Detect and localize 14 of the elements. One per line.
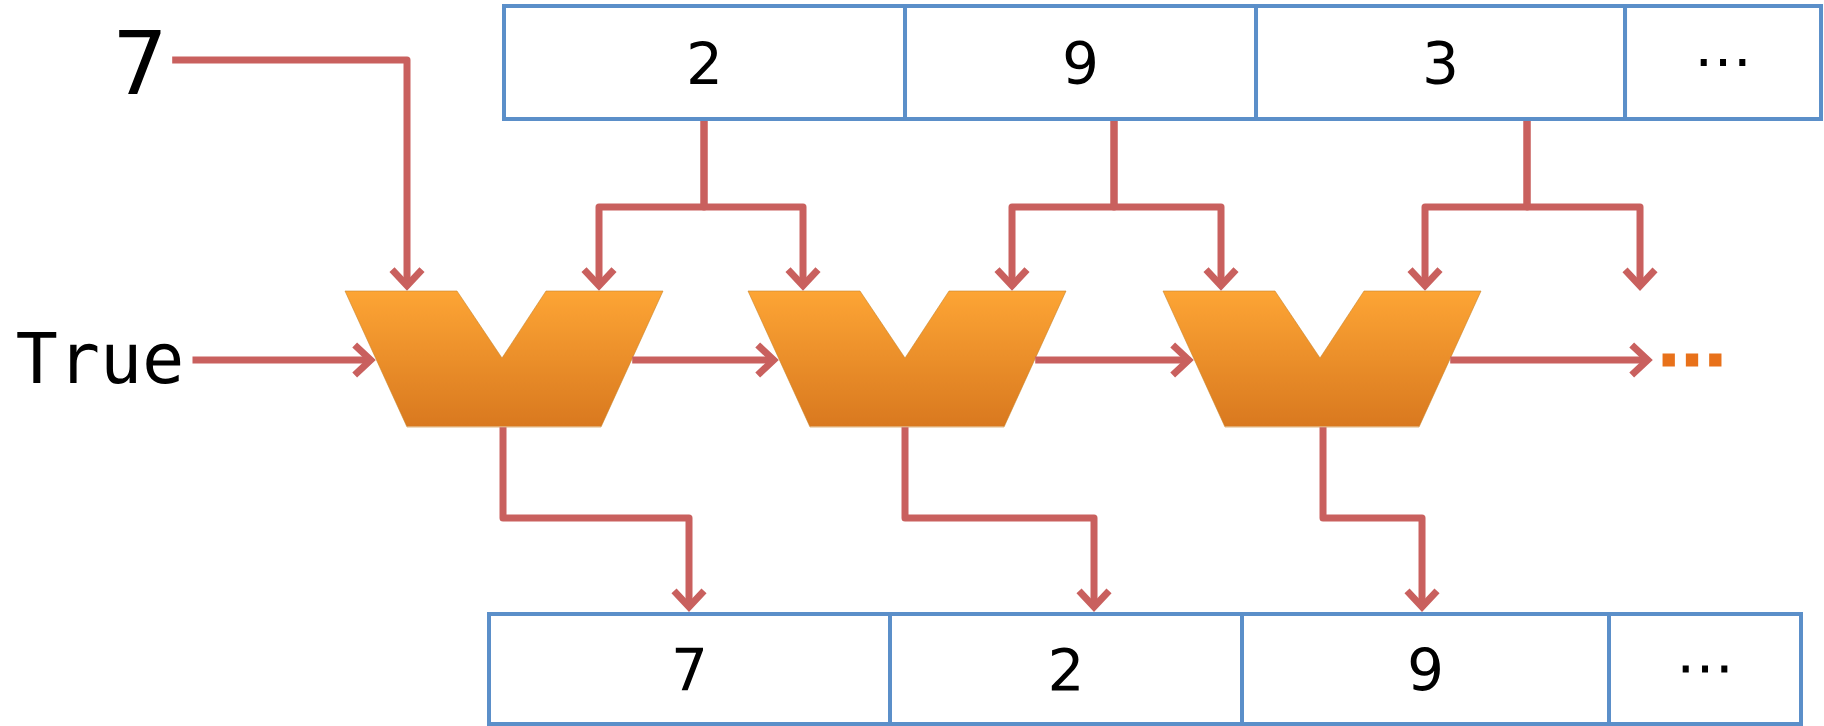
input-label: True — [17, 332, 181, 384]
array-cell: … — [1623, 4, 1823, 121]
array-cell: 3 — [1254, 4, 1627, 121]
array-cell: 9 — [1240, 612, 1611, 726]
array-cell: 2 — [502, 4, 907, 121]
array-cell: … — [1607, 612, 1803, 726]
ellipsis: … — [1662, 353, 1722, 367]
array-cell: 2 — [888, 612, 1244, 726]
mux-block — [1162, 290, 1482, 428]
array-cell: 7 — [487, 612, 892, 726]
array-cell: 9 — [903, 4, 1258, 121]
input-value: 7 — [119, 29, 161, 95]
mux-block — [344, 290, 664, 428]
mux-block — [747, 290, 1067, 428]
